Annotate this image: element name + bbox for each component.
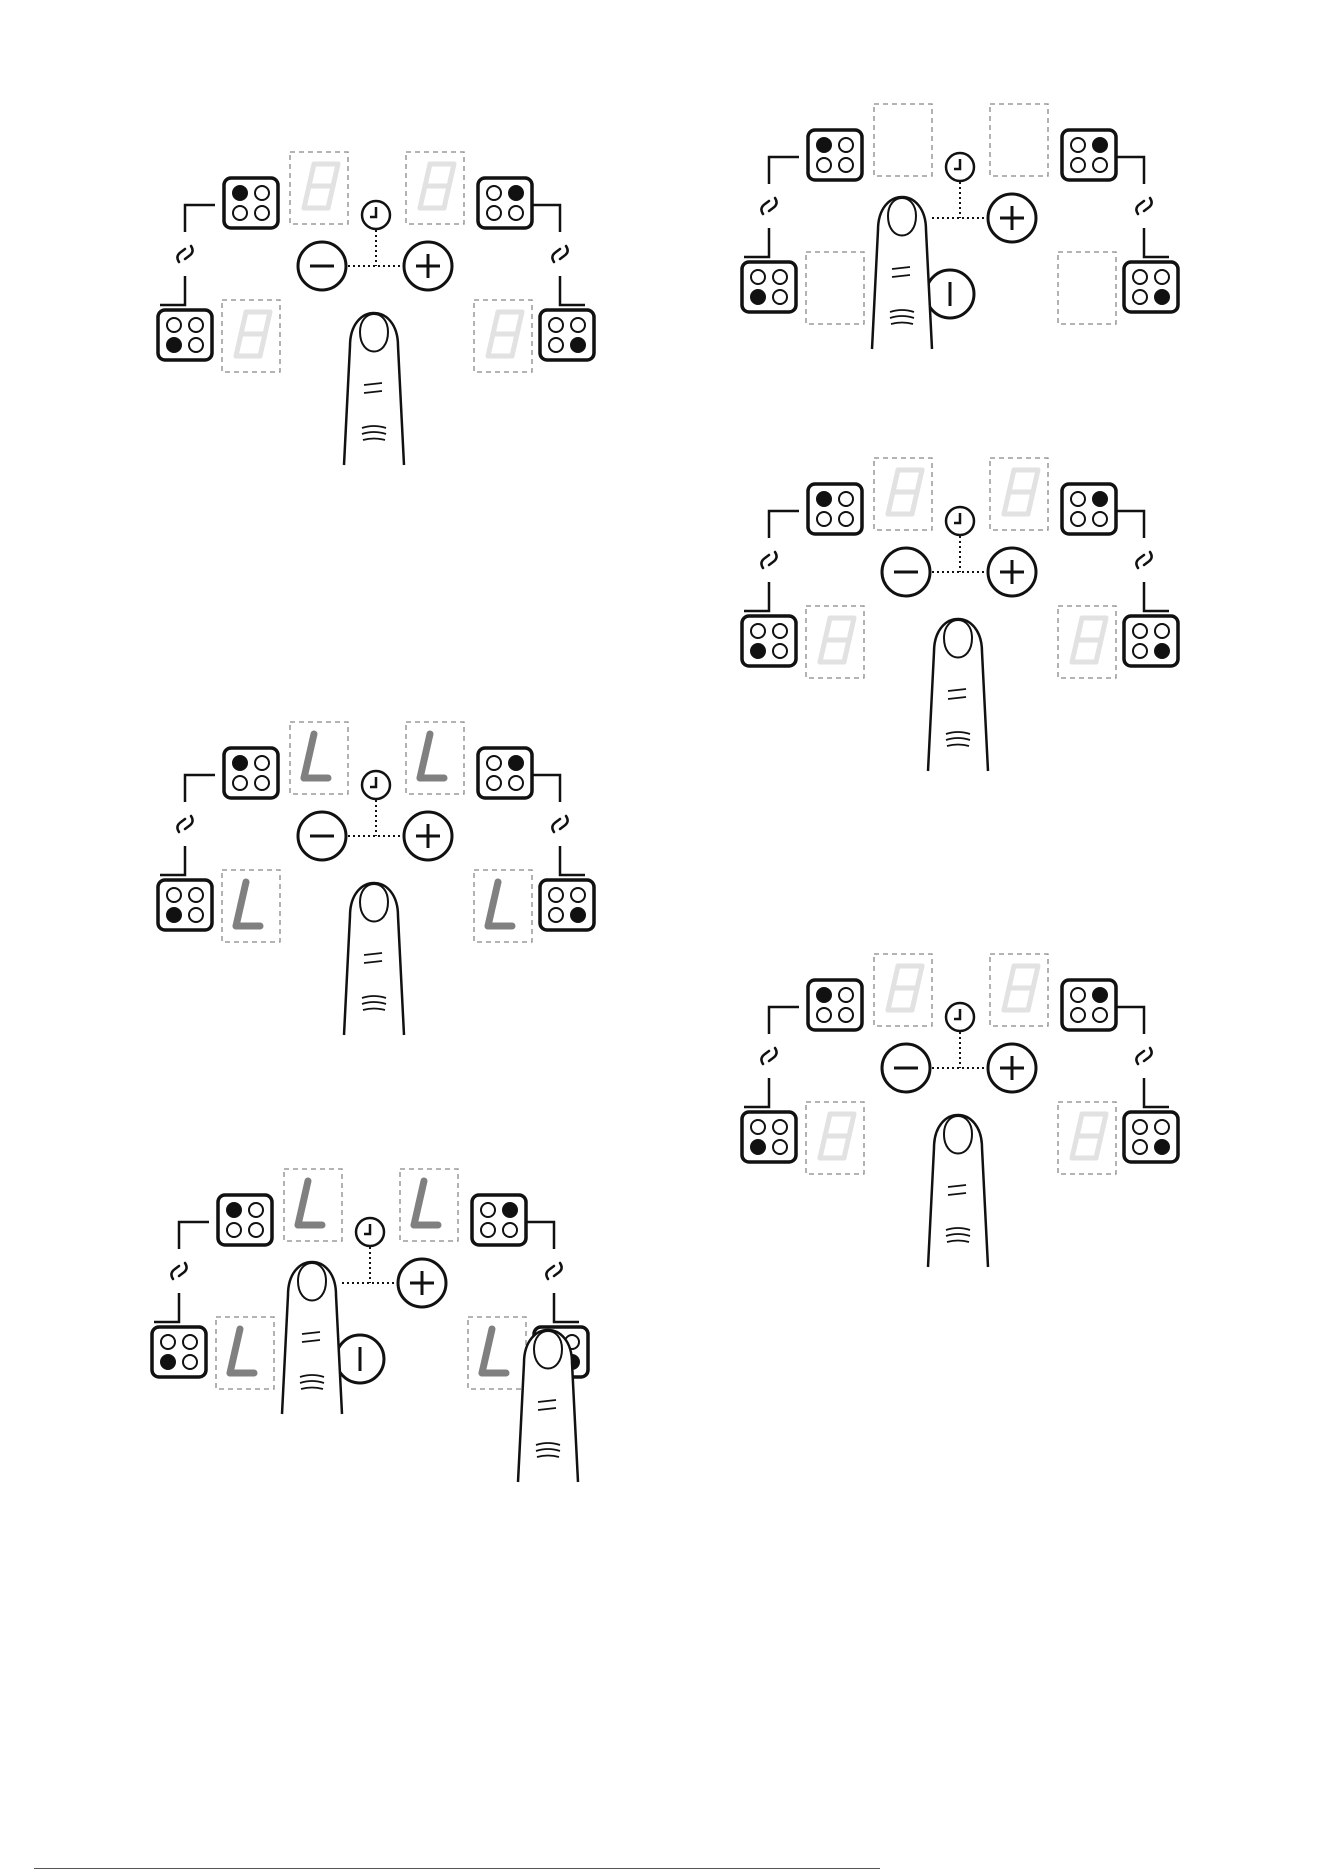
zone-front-left[interactable] <box>742 616 796 666</box>
display-front-left <box>806 252 864 324</box>
timer-clock-icon[interactable] <box>946 507 974 535</box>
display-front-left <box>222 300 280 372</box>
bridge-link-icon-left <box>761 1048 776 1064</box>
display-rear-left <box>874 954 932 1026</box>
bridge-link-icon-left <box>171 1263 186 1279</box>
zone-front-left[interactable] <box>742 262 796 312</box>
finger-touch-0 <box>928 1115 988 1267</box>
timer-clock-icon[interactable] <box>362 201 390 229</box>
bridge-link-icon-left <box>761 552 776 568</box>
display-rear-right <box>990 104 1048 176</box>
zone-rear-right[interactable] <box>1062 980 1116 1030</box>
plus-button[interactable] <box>988 1044 1036 1092</box>
bridge-link-icon-right <box>1136 198 1151 214</box>
display-front-right <box>474 300 532 372</box>
finger-touch-0 <box>282 1262 342 1414</box>
zone-front-left[interactable] <box>158 880 212 930</box>
display-rear-left <box>290 722 348 794</box>
finger-touch-1 <box>518 1330 578 1482</box>
display-rear-left <box>874 458 932 530</box>
display-front-right <box>1058 252 1116 324</box>
display-rear-left <box>874 104 932 176</box>
control-panel-4 <box>158 722 594 1035</box>
minus-button[interactable] <box>882 548 930 596</box>
zone-front-right[interactable] <box>540 310 594 360</box>
power-button[interactable] <box>336 1335 384 1383</box>
zone-front-right[interactable] <box>1124 1112 1178 1162</box>
timer-clock-icon[interactable] <box>362 771 390 799</box>
bridge-link-icon-right <box>552 816 567 832</box>
zone-rear-right[interactable] <box>1062 130 1116 180</box>
zone-rear-left[interactable] <box>218 1195 272 1245</box>
zone-rear-left[interactable] <box>808 130 862 180</box>
zone-front-right[interactable] <box>540 880 594 930</box>
display-front-right <box>474 870 532 942</box>
display-front-right <box>1058 606 1116 678</box>
display-rear-right <box>990 954 1048 1026</box>
zone-rear-left[interactable] <box>808 484 862 534</box>
display-rear-right <box>400 1169 458 1241</box>
zone-front-left[interactable] <box>152 1327 206 1377</box>
timer-clock-icon[interactable] <box>356 1218 384 1246</box>
power-button[interactable] <box>926 270 974 318</box>
zone-front-right[interactable] <box>1124 616 1178 666</box>
timer-clock-icon[interactable] <box>946 153 974 181</box>
display-rear-left <box>284 1169 342 1241</box>
display-front-right <box>468 1317 526 1389</box>
finger-touch-0 <box>344 313 404 465</box>
bridge-link-icon-right <box>552 246 567 262</box>
zone-front-right[interactable] <box>1124 262 1178 312</box>
bridge-link-icon-left <box>761 198 776 214</box>
display-front-left <box>216 1317 274 1389</box>
minus-button[interactable] <box>882 1044 930 1092</box>
bridge-link-icon-right <box>546 1263 561 1279</box>
zone-rear-left[interactable] <box>808 980 862 1030</box>
display-rear-right <box>990 458 1048 530</box>
bridge-link-icon-left <box>177 246 192 262</box>
display-front-left <box>222 870 280 942</box>
control-panel-3 <box>742 458 1178 771</box>
plus-button[interactable] <box>398 1259 446 1307</box>
finger-touch-0 <box>344 883 404 1035</box>
zone-rear-left[interactable] <box>224 748 278 798</box>
minus-button[interactable] <box>298 242 346 290</box>
display-rear-right <box>406 152 464 224</box>
control-panel-2 <box>742 104 1178 349</box>
display-rear-right <box>406 722 464 794</box>
zone-front-left[interactable] <box>742 1112 796 1162</box>
plus-button[interactable] <box>404 242 452 290</box>
timer-clock-icon[interactable] <box>946 1003 974 1031</box>
plus-button[interactable] <box>404 812 452 860</box>
zone-rear-right[interactable] <box>478 748 532 798</box>
display-front-right <box>1058 1102 1116 1174</box>
zone-rear-right[interactable] <box>1062 484 1116 534</box>
plus-button[interactable] <box>988 548 1036 596</box>
finger-touch-0 <box>872 197 932 349</box>
control-panel-1 <box>158 152 594 465</box>
finger-touch-0 <box>928 619 988 771</box>
display-rear-left <box>290 152 348 224</box>
display-front-left <box>806 606 864 678</box>
display-front-left <box>806 1102 864 1174</box>
page-bottom-rule <box>34 1868 880 1869</box>
zone-front-left[interactable] <box>158 310 212 360</box>
plus-button[interactable] <box>988 194 1036 242</box>
control-panel-5 <box>742 954 1178 1267</box>
zone-rear-left[interactable] <box>224 178 278 228</box>
bridge-link-icon-right <box>1136 1048 1151 1064</box>
zone-rear-right[interactable] <box>472 1195 526 1245</box>
bridge-link-icon-left <box>177 816 192 832</box>
bridge-link-icon-right <box>1136 552 1151 568</box>
zone-rear-right[interactable] <box>478 178 532 228</box>
minus-button[interactable] <box>298 812 346 860</box>
control-panel-6 <box>152 1169 588 1482</box>
